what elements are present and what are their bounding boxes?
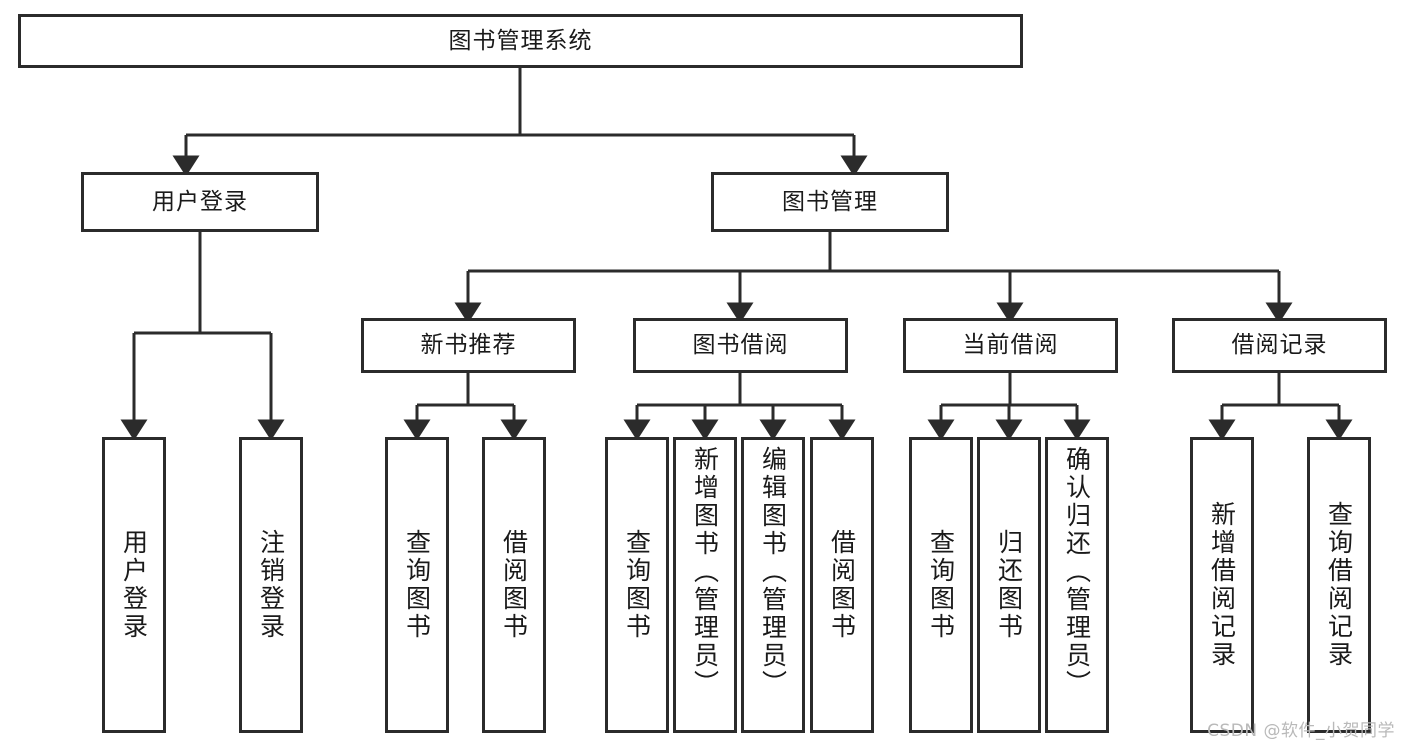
node-leaf-query-book-2[interactable]: 查询图书 (605, 437, 669, 733)
node-book-borrow[interactable]: 图书借阅 (633, 318, 848, 373)
node-leaf-query-book-2-label: 查询图书 (622, 529, 652, 641)
node-leaf-add-record-label: 新增借阅记录 (1207, 501, 1237, 669)
node-leaf-confirm-return[interactable]: 确认归还（管理员） (1045, 437, 1109, 733)
node-book-manage-label: 图书管理 (782, 188, 878, 215)
watermark: CSDN @软件_小贺同学 (1207, 721, 1395, 741)
node-user-login-label: 用户登录 (152, 188, 248, 215)
node-borrow-record-label: 借阅记录 (1231, 332, 1328, 359)
node-leaf-user-login-label: 用户登录 (119, 529, 149, 641)
node-leaf-borrow-book-1[interactable]: 借阅图书 (482, 437, 546, 733)
node-borrow-record[interactable]: 借阅记录 (1172, 318, 1387, 373)
node-leaf-return-book[interactable]: 归还图书 (977, 437, 1041, 733)
node-leaf-add-book[interactable]: 新增图书（管理员） (673, 437, 737, 733)
node-book-manage[interactable]: 图书管理 (711, 172, 949, 232)
node-leaf-borrow-book-2-label: 借阅图书 (827, 529, 857, 641)
node-leaf-query-book-3-label: 查询图书 (926, 529, 956, 641)
node-book-borrow-label: 图书借阅 (692, 332, 789, 359)
node-leaf-query-book-1[interactable]: 查询图书 (385, 437, 449, 733)
node-leaf-edit-book[interactable]: 编辑图书（管理员） (741, 437, 805, 733)
node-leaf-query-record-label: 查询借阅记录 (1324, 501, 1354, 669)
node-leaf-borrow-book-1-label: 借阅图书 (499, 529, 529, 641)
node-leaf-confirm-return-label: 确认归还（管理员） (1062, 446, 1092, 698)
node-leaf-edit-book-label: 编辑图书（管理员） (758, 446, 788, 698)
node-user-login[interactable]: 用户登录 (81, 172, 319, 232)
node-leaf-add-book-label: 新增图书（管理员） (690, 446, 720, 698)
node-leaf-logout[interactable]: 注销登录 (239, 437, 303, 733)
node-leaf-user-login[interactable]: 用户登录 (102, 437, 166, 733)
node-new-book-rec[interactable]: 新书推荐 (361, 318, 576, 373)
node-leaf-query-book-3[interactable]: 查询图书 (909, 437, 973, 733)
node-leaf-query-book-1-label: 查询图书 (402, 529, 432, 641)
node-leaf-add-record[interactable]: 新增借阅记录 (1190, 437, 1254, 733)
node-leaf-logout-label: 注销登录 (256, 529, 286, 641)
node-current-borrow[interactable]: 当前借阅 (903, 318, 1118, 373)
node-leaf-borrow-book-2[interactable]: 借阅图书 (810, 437, 874, 733)
node-root[interactable]: 图书管理系统 (18, 14, 1023, 68)
node-new-book-rec-label: 新书推荐 (420, 332, 517, 359)
node-leaf-return-book-label: 归还图书 (994, 529, 1024, 641)
node-leaf-query-record[interactable]: 查询借阅记录 (1307, 437, 1371, 733)
node-current-borrow-label: 当前借阅 (962, 332, 1059, 359)
node-root-label: 图书管理系统 (448, 27, 593, 54)
